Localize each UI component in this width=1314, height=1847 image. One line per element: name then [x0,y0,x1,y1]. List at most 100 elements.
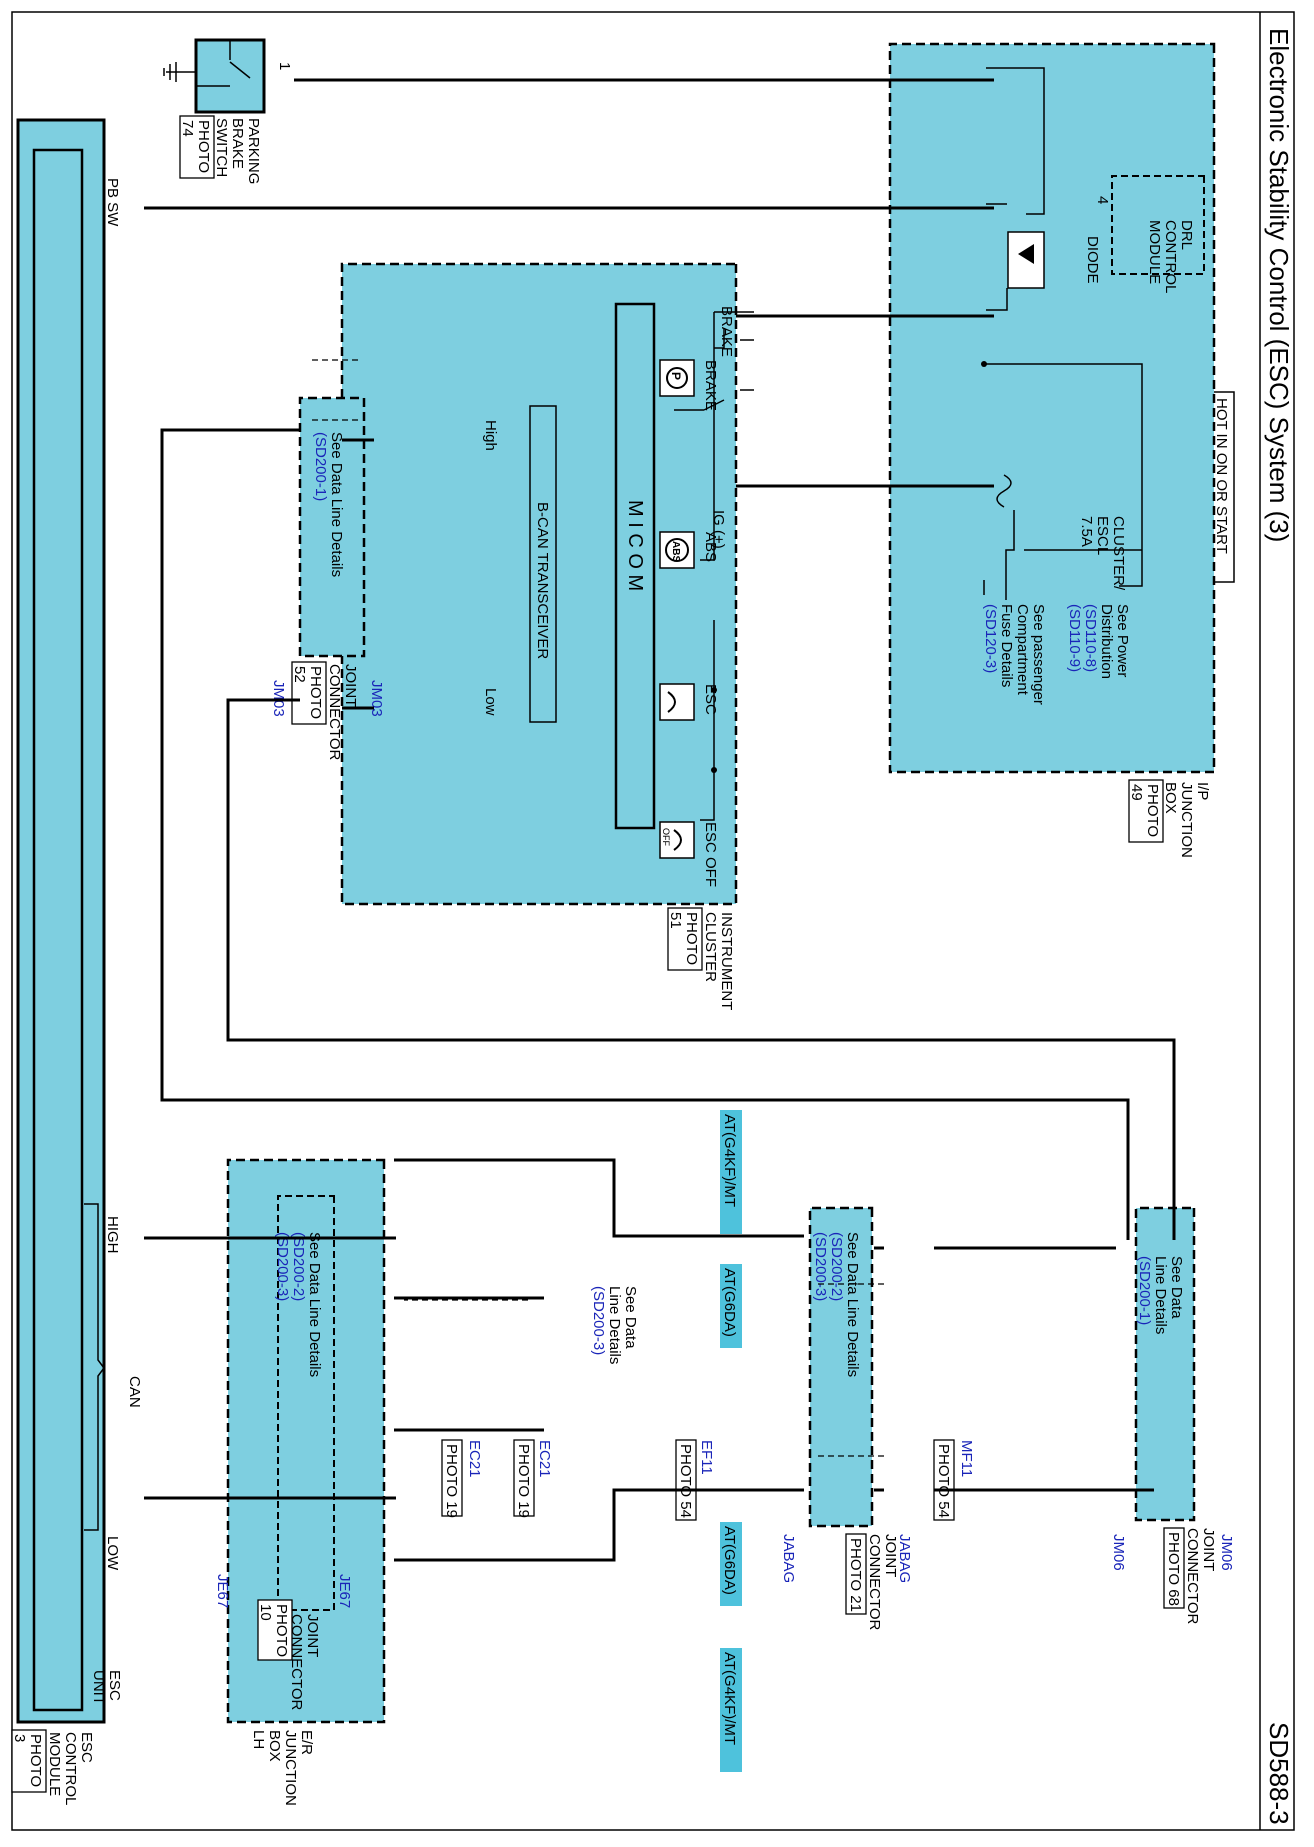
er-junction-box [226,1158,386,1724]
jm06-ref-link[interactable]: (SD200-1) [1136,1256,1153,1325]
jm03-photo-1: PHOTO [307,666,324,719]
page-title: Electronic Stability Control (ESC) Syste… [1264,28,1294,542]
ip-jb-name-3: BOX [1162,782,1179,814]
jabag-ref: See Data Line Details [844,1232,861,1377]
er-name-4: LH [250,1730,267,1749]
esc-unit-inner [32,148,84,1712]
je67-joint-connector [277,1195,335,1611]
svg-text:AT(G4KF)/MT: AT(G4KF)/MT [721,1114,738,1207]
jabag-ref-link-1[interactable]: (SD200-2) [828,1232,845,1301]
pass-ref-3: Fuse Details [998,604,1015,687]
pbs-name-1: PARKING [245,118,262,184]
jm06-conn-a: JM06 [1218,1534,1235,1571]
ic-photo-2: 51 [667,912,684,929]
esc-off-icon: OFF [659,821,695,859]
je67-conn-b: JE67 [214,1574,231,1608]
jm06-photo: PHOTO 68 [1165,1532,1182,1606]
lamp-label-abs: ABS [702,532,719,562]
fuse-icon [996,474,1012,508]
fuse-label-3: 7.5A [1078,516,1095,547]
jm03-conn-b: JM03 [270,680,287,717]
svg-text:P: P [669,372,683,380]
esc-name-1: ESC [78,1732,95,1763]
abs-icon: ABS [659,531,695,569]
er-name-1: E/R [298,1730,315,1755]
jm03-ref-link[interactable]: (SD200-1) [312,432,329,501]
jabag-name-2: CONNECTOR [866,1534,883,1631]
jm03-photo-2: 52 [291,666,308,683]
bcan-label: B-CAN TRANSCEIVER [534,502,551,659]
power-ref-2: Distribution [1098,604,1115,679]
svg-text:OFF: OFF [661,828,671,846]
pbs-pin: 1 [276,62,293,70]
fuse-label-2: ESCL [1094,516,1111,555]
ec21-ref-2: Line Details [606,1286,623,1364]
esc-control-module [16,118,106,1724]
page-code: SD588-3 [1264,1722,1294,1825]
jm06-name-1: JOINT [1200,1528,1217,1571]
ec21-ref-1: See Data [622,1286,639,1349]
svg-text:AT(G4KF)/MT: AT(G4KF)/MT [721,1652,738,1745]
variant-label-2: AT(G6DA) [720,1264,742,1348]
ec21-conn-b: EC21 [466,1440,483,1478]
dashed-wires [308,359,884,1457]
fuse-label-1: CLUSTER/ [1110,516,1127,591]
power-ref-link-2[interactable]: (SD110-9) [1066,604,1083,672]
ip-junction-box [888,42,1216,774]
ec21-photo-b: PHOTO 19 [443,1444,460,1518]
ef11-photo: PHOTO 54 [677,1444,694,1518]
jm06-conn-b: JM06 [1110,1534,1127,1571]
hot-label: HOT IN ON OR START [1213,398,1230,554]
can-label: CAN [126,1376,143,1408]
brake-label: BRAKE [718,306,735,357]
pass-ref-1: See passenger [1030,604,1047,705]
je67-photo-1: PHOTO [273,1604,290,1657]
esc-unit-label-2: UNIT [90,1670,107,1705]
ground-icon [163,62,177,82]
svg-text:ABS: ABS [670,541,681,562]
esc-icon [659,683,695,721]
drl-label-1: DRL [1178,220,1195,250]
ic-name-1: INSTRUMENT [718,912,735,1010]
esc-name-2: CONTROL [62,1732,79,1805]
drl-pin: 4 [1094,196,1111,204]
jm06-name-2: CONNECTOR [1184,1528,1201,1625]
ip-jb-photo-2: 49 [1128,784,1145,801]
pass-ref-link[interactable]: (SD120-3) [982,604,999,673]
jabag-conn-b: JABAG [780,1534,797,1583]
jm06-joint-connector [1134,1206,1196,1522]
jabag-conn-a: JABAG [896,1534,913,1583]
jabag-ref-link-2[interactable]: (SD200-3) [812,1232,829,1301]
svg-text:AT(G6DA): AT(G6DA) [721,1268,738,1337]
esc-unit-label-1: ESC [106,1670,123,1701]
ec21-conn-a: EC21 [536,1440,553,1478]
ec21-ref-link[interactable]: (SD200-3) [590,1286,607,1355]
brake-icon: P [659,359,695,397]
je67-photo-2: 10 [257,1604,274,1621]
pbs-photo-1: PHOTO [195,120,212,173]
esc-photo-1: PHOTO [27,1734,44,1787]
diode-icon [1018,244,1034,264]
power-ref-link-1[interactable]: (SD110-8) [1082,604,1099,672]
svg-text:AT(G6DA): AT(G6DA) [721,1526,738,1595]
high-label: High [482,420,499,451]
jm06-ref-2: Line Details [1152,1256,1169,1334]
ec21-photo-a: PHOTO 19 [515,1444,532,1518]
drl-label-3: MODULE [1146,220,1163,284]
lamp-label-escoff: ESC OFF [702,822,719,887]
jabag-photo: PHOTO 21 [847,1538,864,1612]
ic-photo-1: PHOTO [683,912,700,965]
esc-name-3: MODULE [46,1732,63,1796]
jabag-name-1: JOINT [882,1534,899,1577]
je67-name-1: JOINT [304,1614,321,1657]
drl-control-module [1111,175,1205,275]
ip-jb-name-1: I/P [1194,782,1211,800]
ef11-conn: EF11 [698,1440,715,1475]
pbs-name-3: SWITCH [213,118,230,177]
je67-ref-link-2[interactable]: (SD200-3) [274,1232,291,1301]
page-border [11,11,1295,1831]
variant-label-1: AT(G4KF)/MT [720,1110,742,1234]
je67-ref-link-1[interactable]: (SD200-2) [290,1232,307,1301]
